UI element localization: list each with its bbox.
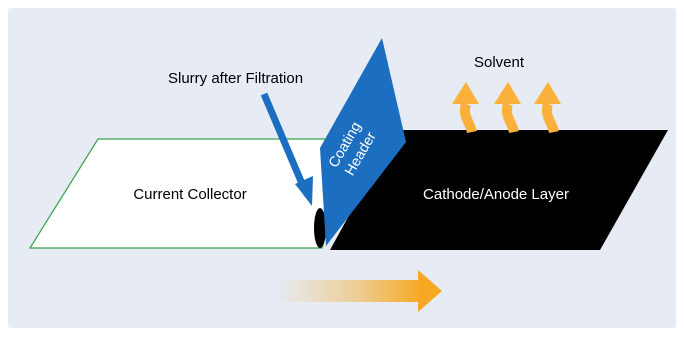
- slurry-label: Slurry after Filtration: [168, 70, 303, 87]
- current-collector-sheet: [28, 138, 353, 249]
- current-collector-label: Current Collector: [133, 186, 246, 203]
- solvent-arrow-icon: [494, 82, 521, 134]
- direction-arrow-icon: [276, 270, 442, 312]
- solvent-label: Solvent: [474, 54, 525, 71]
- slurry-arrow: [260, 92, 313, 206]
- slurry-bead: [314, 208, 326, 248]
- solvent-arrow-icon: [534, 82, 561, 134]
- cathode-anode-layer-label: Cathode/Anode Layer: [423, 186, 569, 203]
- cathode-anode-layer: [330, 130, 668, 250]
- solvent-arrow-icon: [452, 82, 479, 134]
- coating-header-blade: [320, 38, 406, 246]
